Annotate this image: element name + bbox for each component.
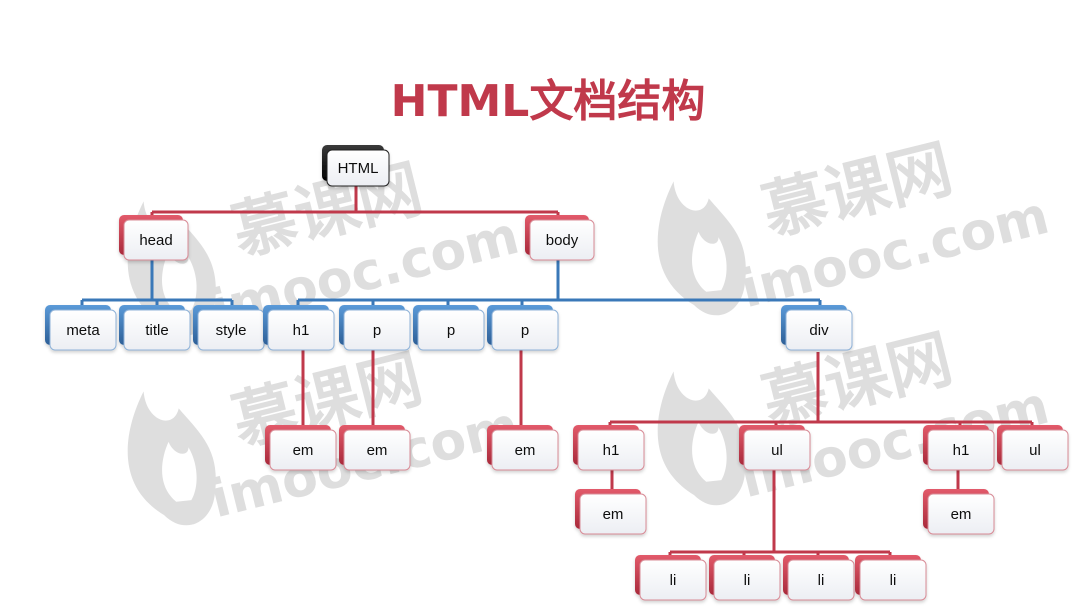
node-face <box>343 309 411 351</box>
node-label: HTML <box>338 160 379 177</box>
node-label: em <box>515 442 536 459</box>
node-face <box>49 309 117 351</box>
node-em-p3: em <box>487 425 559 471</box>
node-em-div-h1b: em <box>923 489 995 535</box>
node-label: em <box>603 506 624 523</box>
node-face <box>577 429 645 471</box>
node-div-h1a: h1 <box>573 425 645 471</box>
node-div-ul2: ul <box>997 425 1069 471</box>
node-head: head <box>119 215 189 261</box>
node-face <box>787 559 855 601</box>
node-body: body <box>525 215 595 261</box>
node-body-p2: p <box>413 305 485 351</box>
node-div-ul1: ul <box>739 425 811 471</box>
node-body-p1: p <box>339 305 411 351</box>
flame-logo-icon <box>127 391 216 526</box>
node-face <box>491 309 559 351</box>
node-html: HTML <box>322 145 390 187</box>
node-body-p3: p <box>487 305 559 351</box>
node-face <box>267 309 335 351</box>
node-label: meta <box>66 322 100 339</box>
node-li3: li <box>783 555 855 601</box>
node-label: p <box>521 322 529 339</box>
node-title: title <box>119 305 191 351</box>
node-face <box>1001 429 1069 471</box>
connector-line <box>150 186 560 224</box>
diagram-title: HTML文档结构 <box>391 76 706 127</box>
node-face <box>491 429 559 471</box>
node-label: body <box>546 232 579 249</box>
node-li4: li <box>855 555 927 601</box>
node-label: ul <box>771 442 783 459</box>
node-face <box>639 559 707 601</box>
node-face <box>343 429 411 471</box>
node-em-p1: em <box>339 425 411 471</box>
node-label: em <box>951 506 972 523</box>
node-face <box>326 149 390 187</box>
node-em-div-h1a: em <box>575 489 647 535</box>
node-label: li <box>670 572 677 589</box>
node-face <box>927 429 995 471</box>
node-div-h1b: h1 <box>923 425 995 471</box>
node-label: title <box>145 322 168 339</box>
node-style: style <box>193 305 265 351</box>
node-label: style <box>216 322 247 339</box>
flame-logo-icon <box>657 371 746 506</box>
node-face <box>927 493 995 535</box>
node-label: h1 <box>953 442 970 459</box>
node-label: p <box>447 322 455 339</box>
flame-logo-icon <box>657 181 746 316</box>
node-li1: li <box>635 555 707 601</box>
node-em-h1: em <box>265 425 337 471</box>
tree-nodes: HTML head body meta title style h1 p p p div em em em… <box>45 145 1069 601</box>
node-li2: li <box>709 555 781 601</box>
node-label: li <box>890 572 897 589</box>
node-face <box>743 429 811 471</box>
node-label: em <box>293 442 314 459</box>
node-meta: meta <box>45 305 117 351</box>
node-label: p <box>373 322 381 339</box>
node-label: li <box>744 572 751 589</box>
node-label: h1 <box>293 322 310 339</box>
node-face <box>713 559 781 601</box>
node-face <box>417 309 485 351</box>
node-label: div <box>809 322 829 339</box>
node-face <box>123 219 189 261</box>
node-label: ul <box>1029 442 1041 459</box>
node-face <box>529 219 595 261</box>
node-label: em <box>367 442 388 459</box>
node-div: div <box>781 305 853 351</box>
node-label: head <box>139 232 172 249</box>
node-face <box>269 429 337 471</box>
node-face <box>859 559 927 601</box>
node-face <box>579 493 647 535</box>
node-label: h1 <box>603 442 620 459</box>
node-face <box>123 309 191 351</box>
node-label: li <box>818 572 825 589</box>
node-face <box>785 309 853 351</box>
node-body-h1: h1 <box>263 305 335 351</box>
